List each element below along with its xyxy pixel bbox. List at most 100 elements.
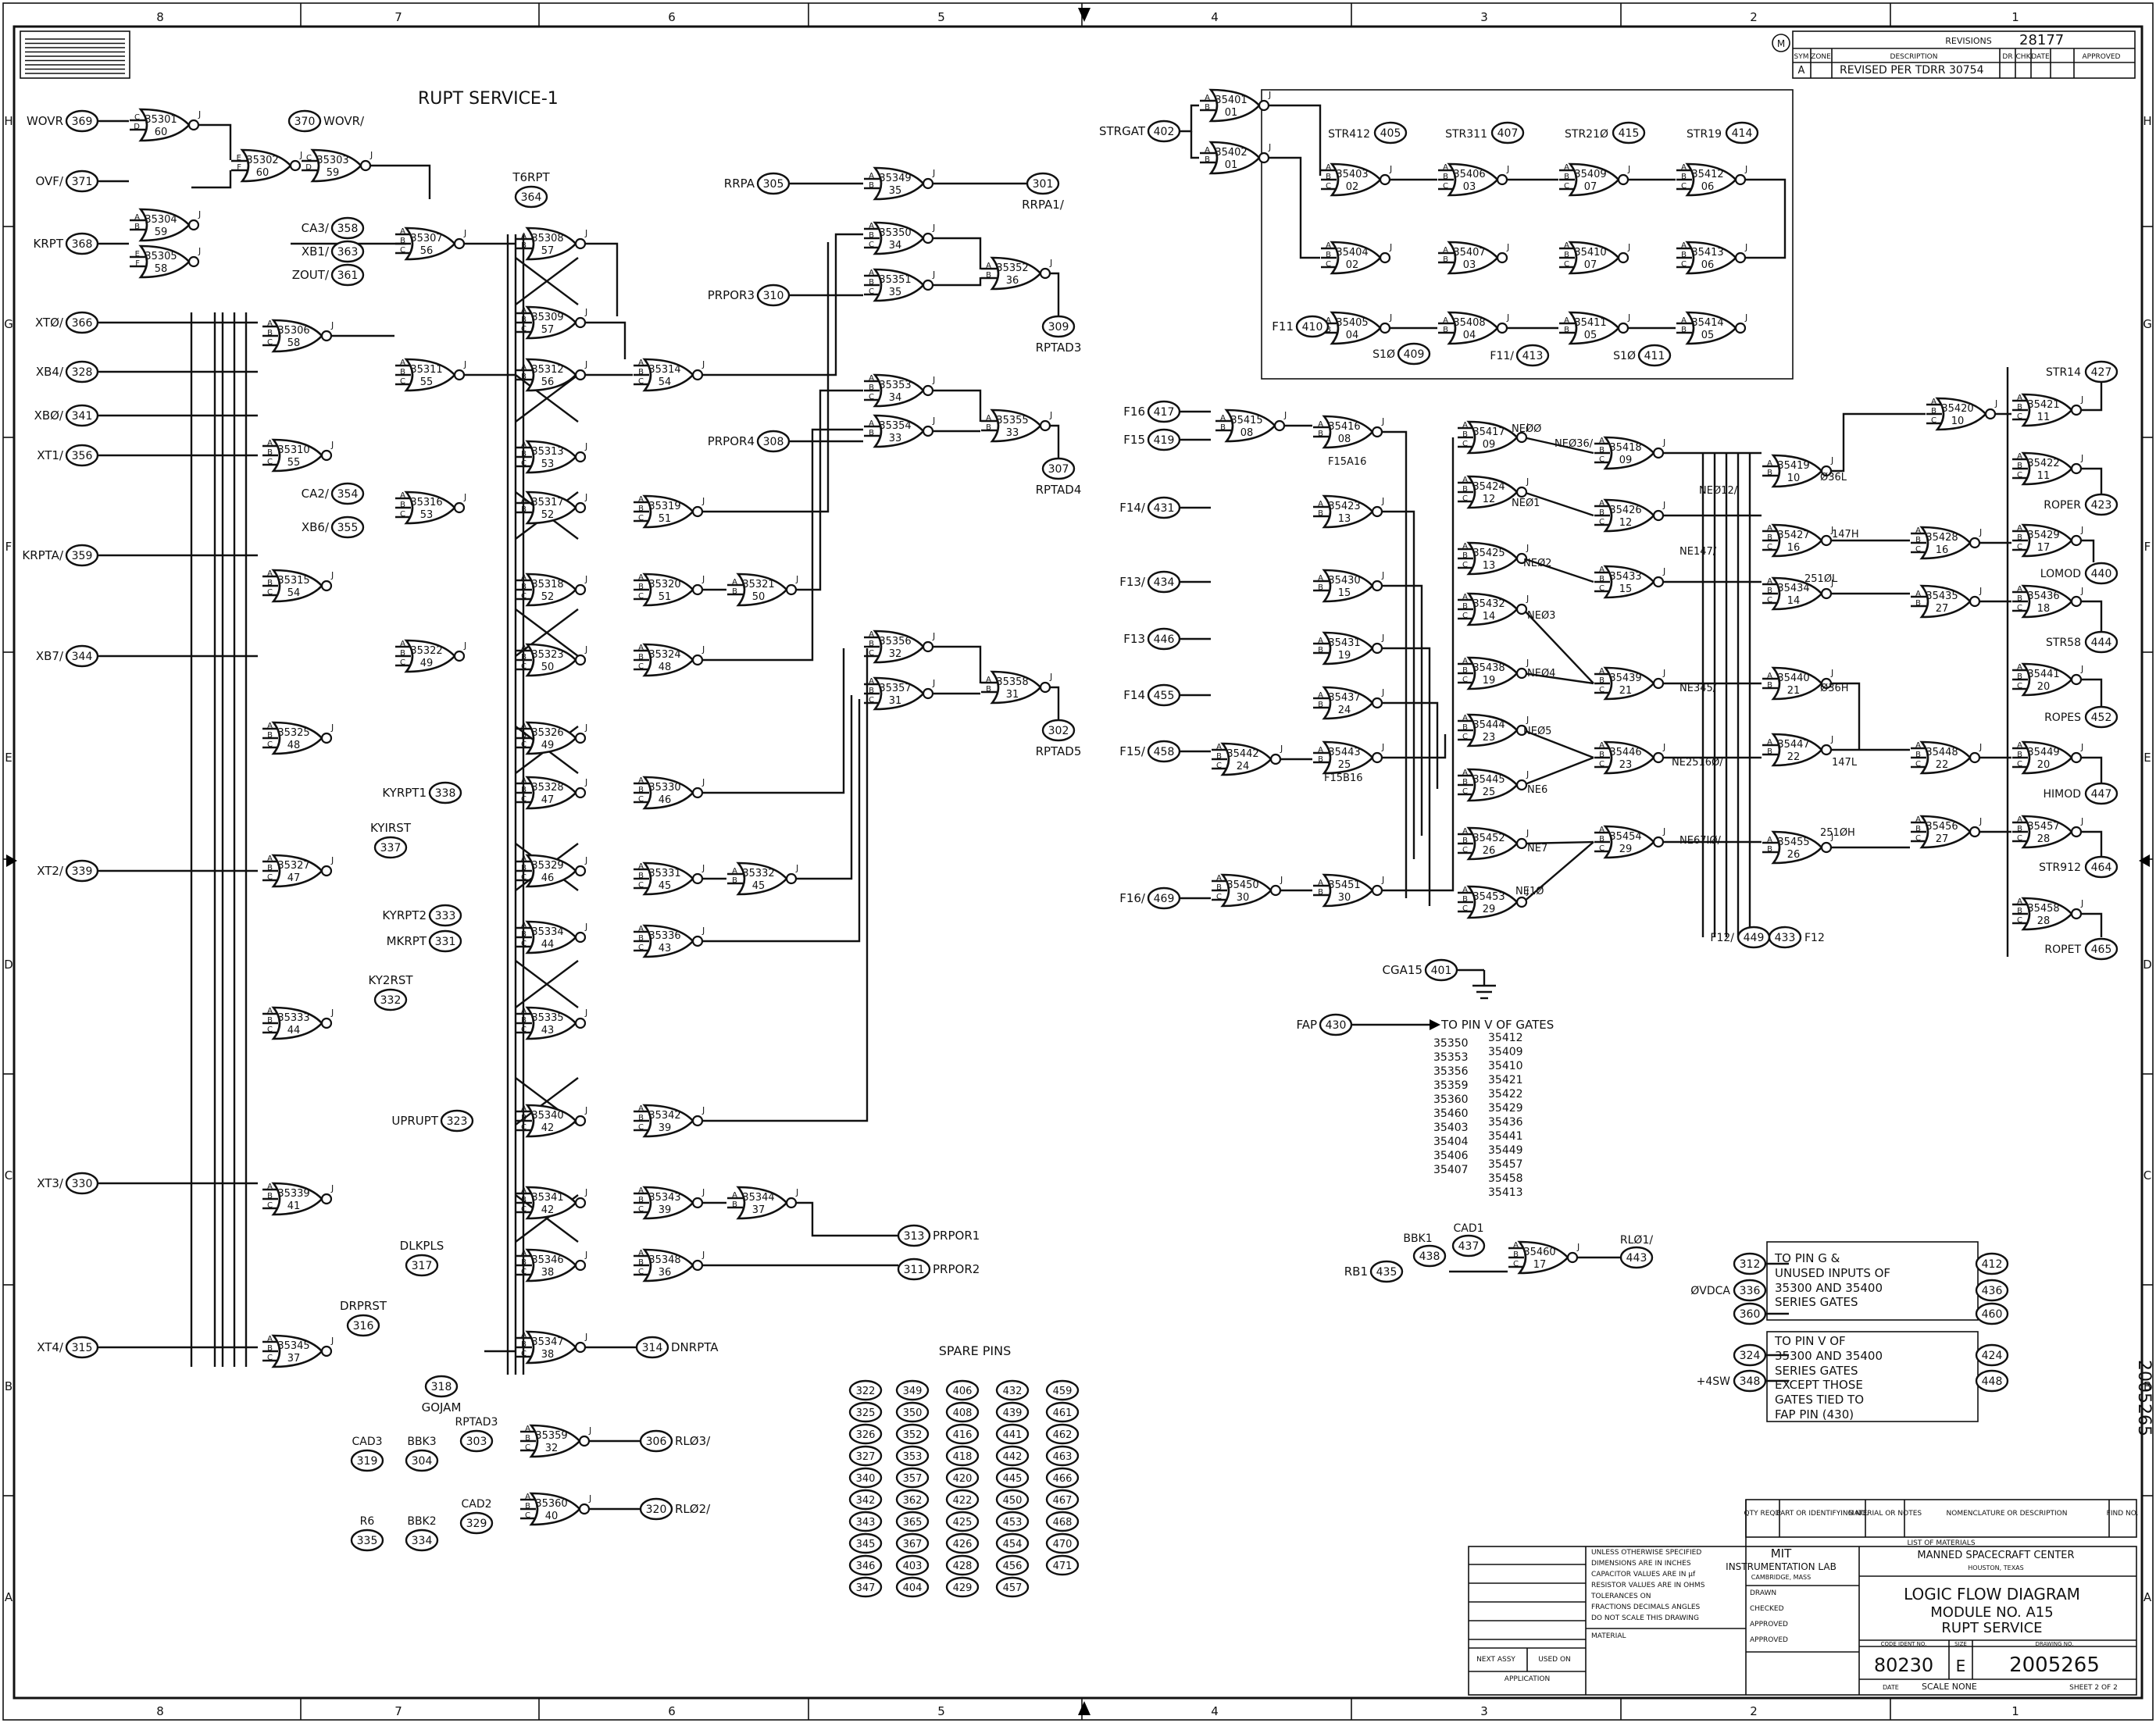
inverter-bubble [574,1341,587,1354]
nor-gate [1603,825,1655,859]
materials-col: NOMENCLATURE OR DESCRIPTION [1947,1510,2068,1518]
pin-number: 438 [1419,1250,1440,1263]
pin-letter: J [584,1250,587,1260]
pin-letter: B [986,271,991,280]
gate-slot: 52 [541,509,555,521]
gate-id: 35321 [742,579,774,590]
right-output-pin [2084,782,2119,805]
gate-slot: 50 [752,591,766,603]
gate-id: 35306 [277,325,309,337]
pin-letter: A [1318,691,1323,700]
gate-id: 35409 [1574,169,1606,180]
gate-id: 35343 [648,1192,680,1204]
pin-letter: J [584,855,587,865]
pin-number: 443 [1626,1252,1647,1265]
f12b-pin [1768,926,1802,949]
pin-letter: A [400,359,405,367]
nor-gate [1447,241,1499,275]
nor-gate [525,721,577,755]
wire-segment [515,608,579,657]
tie-pin [1733,1343,1767,1367]
wire-path [1742,178,1787,259]
gate-id: 35445 [1472,774,1505,786]
spare-pin: 418 [953,1451,973,1463]
pin-number: 423 [2091,499,2112,512]
pin-letter: B [521,1114,527,1122]
fap-gate: 35410 [1488,1060,1523,1072]
inner-pin [428,929,462,953]
inverter-bubble [1652,509,1665,522]
pin-number: 328 [72,366,93,379]
pin-number: 455 [1154,690,1175,702]
pin-number: 339 [72,865,93,878]
wire-path [699,428,863,662]
pin-letter: J [932,416,935,426]
nor-gate [271,569,323,603]
inverter-bubble [1515,779,1528,791]
pin-letter: C [1326,260,1331,269]
nor-gate [736,862,788,896]
gate-id: 35305 [145,251,177,262]
pin-letter: A [521,1331,527,1340]
pin-letter: A [1915,590,1921,598]
pin-letter: A [267,439,273,448]
pin-letter: J [795,574,798,584]
gate-slot: 46 [541,872,555,884]
spare-pin-oval [895,1467,930,1489]
pin-number: 304 [412,1455,433,1468]
gate-slot: 47 [287,872,301,884]
pin-letter: A [521,1007,527,1015]
pin-letter: B [521,505,527,514]
pin-number: 332 [380,994,402,1007]
sheet-number: SHEET 2 OF 2 [2069,1684,2118,1692]
inverter-bubble [691,505,704,518]
pin-letter: J [584,359,587,369]
pin-letter: J [1744,312,1747,323]
pin-letter: C [400,246,405,255]
pin-letter: B [1681,173,1687,181]
signal-name: STR912 [2039,862,2081,874]
spare-pin-oval [895,1576,930,1598]
materials-col: MATERIAL OR NOTES [1848,1510,1922,1518]
inverter-bubble [2070,908,2083,920]
net-label: NE67IØ/ [1679,835,1722,847]
inner-pin [373,988,408,1011]
pin-letter: J [1526,658,1529,668]
pin-letter: A [1326,316,1331,325]
pin-letter: A [1462,542,1468,551]
nor-gate [525,440,577,474]
signal-name: GOJAM [422,1400,462,1414]
pin-letter: B [521,930,527,939]
inverter-bubble [922,687,934,700]
pin-letter: A [521,1104,527,1113]
spare-pin-oval [848,1489,883,1511]
net-label: 147H [1832,529,1859,540]
tie-pin [1975,1279,2009,1302]
pin-letter: C [525,1511,530,1520]
revision-col: DESCRIPTION [1890,53,1938,61]
inverter-bubble [1258,152,1270,164]
nor-gate [525,358,577,392]
bottom-pin [459,1511,494,1535]
gate-id: 35340 [531,1110,563,1122]
input-pin: XT4/ [37,1340,64,1354]
pin-number: 411 [1644,350,1665,362]
pin-letter: C [2017,604,2022,612]
gate-id: 35410 [1574,247,1606,259]
pin-letter: C [2017,543,2022,551]
code-ident: 80230 [1874,1654,1933,1676]
gate-slot: 04 [1463,330,1476,341]
drawing-number: 2005265 [2009,1653,2100,1677]
pin-letter: A [1326,241,1331,250]
inverter-bubble [320,732,333,744]
input-pin [65,1172,99,1195]
pin-letter: C [638,514,644,523]
gate-id: 35334 [531,926,563,938]
spare-pin: 428 [953,1561,973,1572]
strgat-pin: STRGAT [1099,124,1146,138]
gate-id: 35309 [531,312,563,323]
gate-slot: 30 [1338,892,1351,904]
pin-letter: J [1744,164,1747,174]
inverter-bubble [1273,419,1286,432]
zone-col-top: 5 [937,10,945,24]
